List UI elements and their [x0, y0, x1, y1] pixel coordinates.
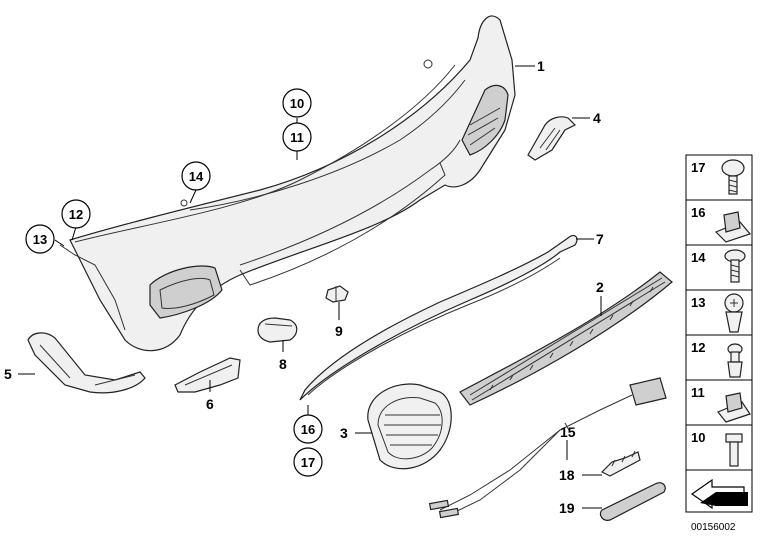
rivet-icon [724, 293, 744, 333]
arrow-icon [690, 478, 748, 510]
svg-text:13: 13 [33, 232, 47, 247]
label-5: 5 [4, 366, 12, 382]
svg-text:16: 16 [301, 422, 315, 437]
part-reflector[interactable] [257, 317, 298, 343]
bolt-icon [725, 433, 743, 467]
panel-label-11: 11 [691, 385, 705, 400]
leader-lines [18, 65, 602, 509]
part-trim-strip[interactable] [299, 234, 578, 401]
svg-text:12: 12 [69, 207, 83, 222]
part-clip-9[interactable] [325, 285, 349, 303]
label-15: 15 [560, 424, 576, 440]
callout-11: 11 [282, 122, 312, 152]
svg-text:17: 17 [301, 455, 315, 470]
svg-text:11: 11 [290, 130, 304, 145]
label-8: 8 [279, 356, 287, 372]
push-clip-icon [727, 343, 743, 378]
svg-text:14: 14 [189, 169, 204, 184]
part-bracket-right[interactable] [527, 116, 577, 161]
panel-label-13: 13 [691, 295, 705, 310]
svg-text:10: 10 [290, 96, 304, 111]
part-fog-grille[interactable] [367, 383, 452, 470]
diagram-code: 00156002 [691, 522, 736, 533]
label-3: 3 [340, 425, 348, 441]
clip-nut-icon [714, 211, 752, 243]
panel-label-10: 10 [691, 430, 705, 445]
panel-label-16: 16 [691, 205, 705, 220]
callout-16: 16 [293, 414, 323, 444]
callout-14: 14 [181, 161, 211, 191]
part-bumper-cover[interactable] [59, 15, 516, 352]
label-1: 1 [537, 58, 545, 74]
panel-label-17: 17 [691, 160, 705, 175]
part-bracket-left[interactable] [27, 332, 146, 394]
label-4: 4 [593, 110, 601, 126]
screw-icon [724, 249, 746, 283]
callout-10: 10 [282, 88, 312, 118]
callout-13: 13 [25, 224, 55, 254]
part-sleeve[interactable] [599, 482, 666, 521]
clip-nut-icon [717, 392, 751, 423]
label-2: 2 [596, 279, 604, 295]
panel-label-12: 12 [691, 340, 705, 355]
callout-12: 12 [61, 199, 91, 229]
label-7: 7 [596, 231, 604, 247]
panel-label-14: 14 [691, 250, 706, 265]
label-18: 18 [559, 467, 575, 483]
part-lower-grille[interactable] [459, 271, 673, 406]
part-wiring-harness[interactable] [428, 377, 667, 519]
part-trim-6[interactable] [174, 357, 241, 393]
callout-17: 17 [293, 447, 323, 477]
fastener-panel: 17 16 14 13 12 11 10 [685, 154, 753, 513]
label-19: 19 [559, 500, 575, 516]
label-9: 9 [335, 323, 343, 339]
label-6: 6 [206, 396, 214, 412]
screw-icon [721, 159, 745, 195]
part-clip-18[interactable] [600, 450, 641, 477]
